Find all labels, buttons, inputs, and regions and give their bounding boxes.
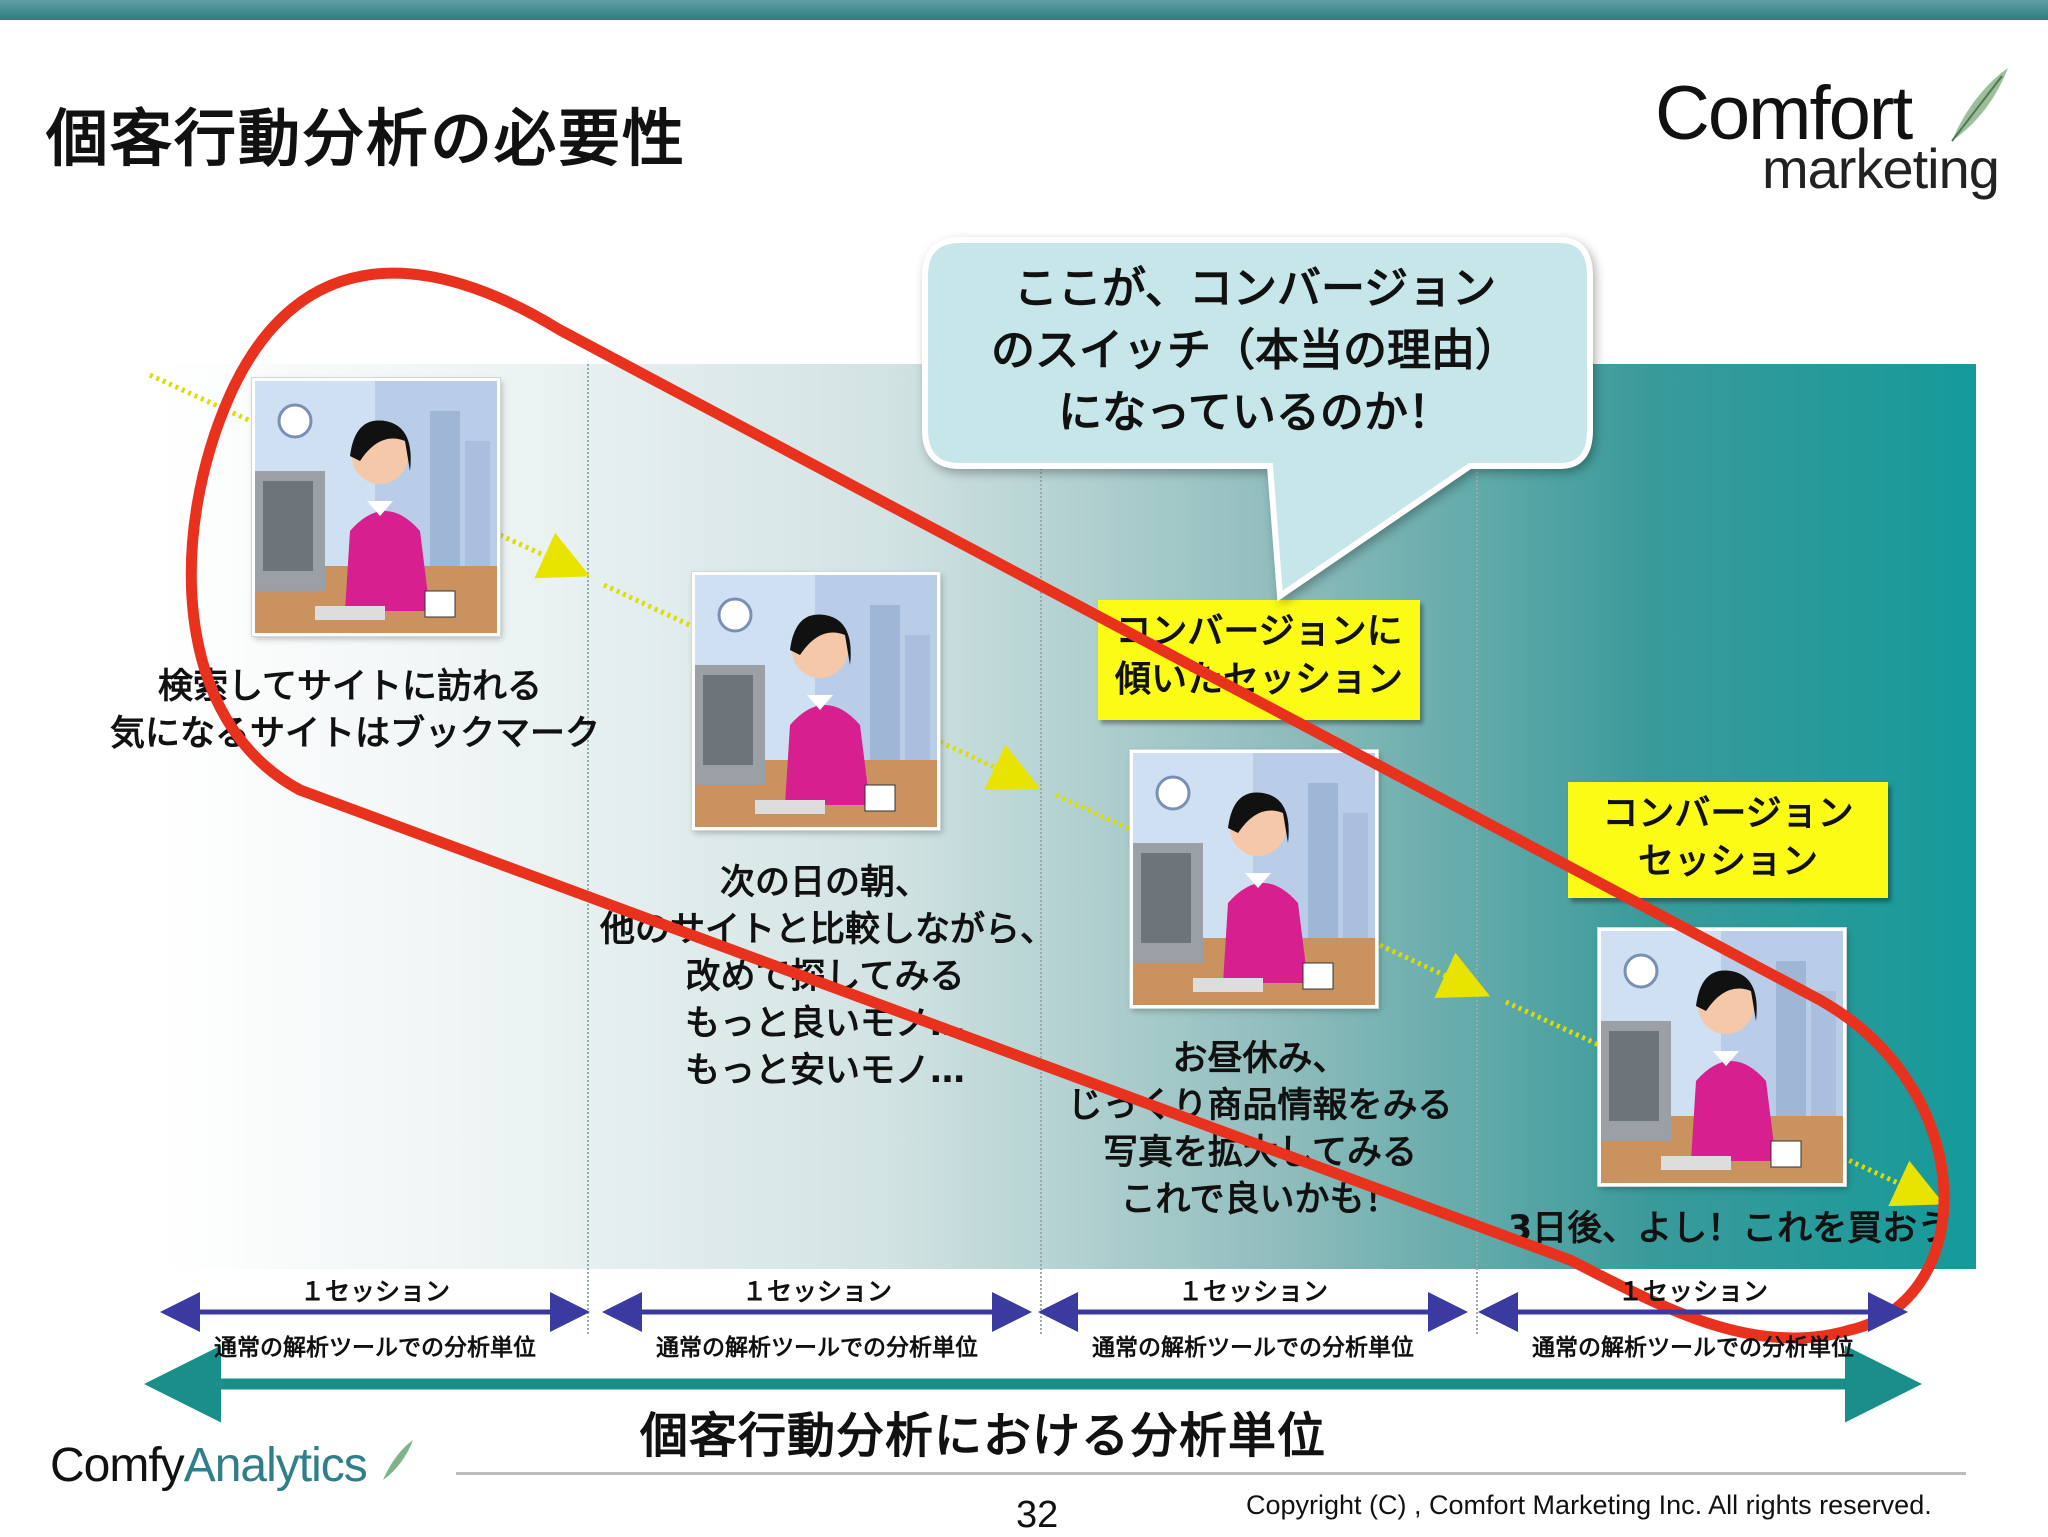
leaf-icon	[383, 1440, 414, 1480]
session-label-3: １セッション	[1177, 1277, 1328, 1306]
top-accent-bar	[0, 0, 2048, 20]
page-number: 32	[1016, 1494, 1059, 1536]
illustration-step-3	[1130, 750, 1378, 1008]
unit-label-2: 通常の解析ツールでの分析単位	[656, 1335, 978, 1361]
analysis-unit-title: 個客行動分析における分析単位	[640, 1408, 1327, 1464]
divider-2	[1040, 364, 1042, 1334]
comfy-logo-part2: Analytics	[183, 1439, 368, 1492]
session-label-4: １セッション	[1617, 1277, 1768, 1306]
woman-at-computer-icon	[1601, 931, 1843, 1183]
footer-divider	[456, 1472, 1966, 1475]
comfy-logo-part1: Comfy	[50, 1439, 185, 1492]
woman-at-computer-icon	[255, 381, 497, 633]
label-leaning-session: コンバージョンに 傾いたセッション	[1098, 600, 1420, 720]
divider-1	[587, 364, 589, 1334]
label-conversion-session: コンバージョン セッション	[1568, 782, 1888, 898]
logo-line1: Comfort	[1655, 71, 1913, 156]
copyright-text: Copyright (C) , Comfort Marketing Inc. A…	[1246, 1490, 1932, 1520]
caption-step-4: 3日後、よし！これを買おう	[1507, 1209, 1953, 1249]
slide-title: 個客行動分析の必要性	[46, 102, 687, 175]
leaf-icon	[1951, 68, 2008, 142]
illustration-step-2	[692, 572, 940, 830]
unit-label-4: 通常の解析ツールでの分析単位	[1532, 1335, 1854, 1361]
session-label-2: １セッション	[741, 1277, 892, 1306]
woman-at-computer-icon	[1133, 753, 1375, 1005]
woman-at-computer-icon	[695, 575, 937, 827]
unit-label-1: 通常の解析ツールでの分析単位	[214, 1335, 536, 1361]
unit-label-3: 通常の解析ツールでの分析単位	[1092, 1335, 1414, 1361]
illustration-step-1	[252, 378, 500, 636]
comfort-marketing-logo: Comfort marketing	[1650, 68, 2010, 200]
comfy-analytics-logo: ComfyAnalytics	[50, 1438, 415, 1493]
bubble-text: ここが、コンバージョン のスイッチ（本当の理由） になっているのか！	[991, 263, 1519, 438]
caption-step-1: 検索してサイトに訪れる 気になるサイトはブックマーク	[110, 667, 601, 754]
session-label-1: １セッション	[299, 1277, 450, 1306]
illustration-step-4	[1598, 928, 1846, 1186]
logo-line2: marketing	[1762, 137, 2000, 200]
divider-3	[1476, 364, 1478, 1334]
caption-step-3: お昼休み、 じっくり商品情報をみる 写真を拡大してみる これで良いかも！	[1067, 1039, 1453, 1220]
